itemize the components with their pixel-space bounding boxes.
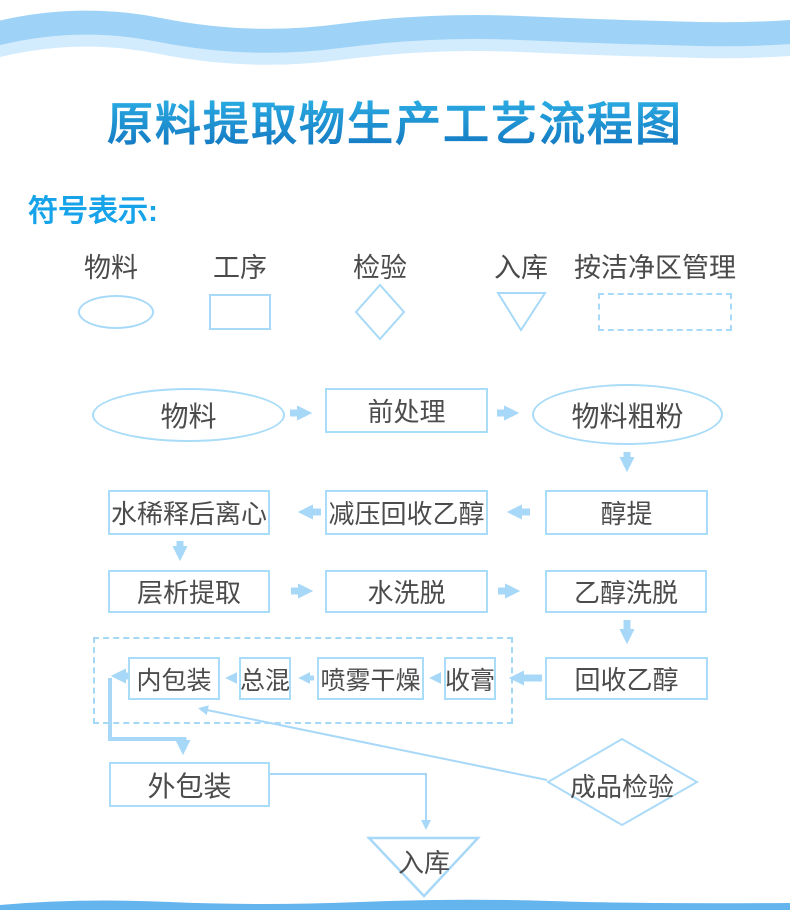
- node-alcohol-extraction: 醇提: [545, 490, 708, 535]
- legend-label-inspection: 检验: [353, 253, 407, 283]
- node-collect-paste: 收膏: [444, 657, 496, 700]
- node-warehousing: 入库: [397, 848, 450, 878]
- node-water-elution: 水洗脱: [325, 570, 488, 613]
- bottom-wave-band: [0, 899, 790, 910]
- legend-rect-icon: [209, 294, 271, 330]
- node-spray-drying: 喷雾干燥: [317, 657, 424, 700]
- legend-label-material: 物料: [84, 253, 138, 283]
- legend-diamond-icon: [354, 283, 406, 341]
- top-wave-banner: [0, 10, 790, 65]
- legend-heading: 符号表示:: [28, 195, 158, 228]
- node-total-mixing: 总混: [239, 657, 291, 700]
- node-pretreatment: 前处理: [325, 388, 488, 433]
- legend-label-process: 工序: [213, 253, 267, 283]
- page-title: 原料提取物生产工艺流程图: [0, 88, 790, 154]
- node-chromatography-extraction: 层析提取: [108, 570, 270, 613]
- node-recover-ethanol: 回收乙醇: [545, 657, 708, 700]
- legend-triangle-icon: [496, 292, 547, 332]
- node-ethanol-elution: 乙醇洗脱: [545, 570, 707, 613]
- node-vacuum-recover-ethanol: 减压回收乙醇: [325, 490, 488, 535]
- arrow-outerpack-to-warehouse: [270, 773, 431, 830]
- legend-dashed-rect-icon: [598, 293, 732, 331]
- legend-ellipse-icon: [78, 295, 154, 329]
- node-finished-inspection: 成品检验: [569, 772, 674, 802]
- legend-label-warehouse: 入库: [494, 253, 548, 283]
- node-material: 物料: [92, 388, 285, 442]
- legend-label-cleanarea: 按洁净区管理: [574, 253, 736, 283]
- node-coarse-powder: 物料粗粉: [532, 384, 723, 445]
- node-outer-packaging: 外包装: [109, 762, 270, 807]
- node-water-dilute-centrifuge: 水稀释后离心: [108, 490, 270, 535]
- node-inner-packaging: 内包装: [128, 657, 220, 700]
